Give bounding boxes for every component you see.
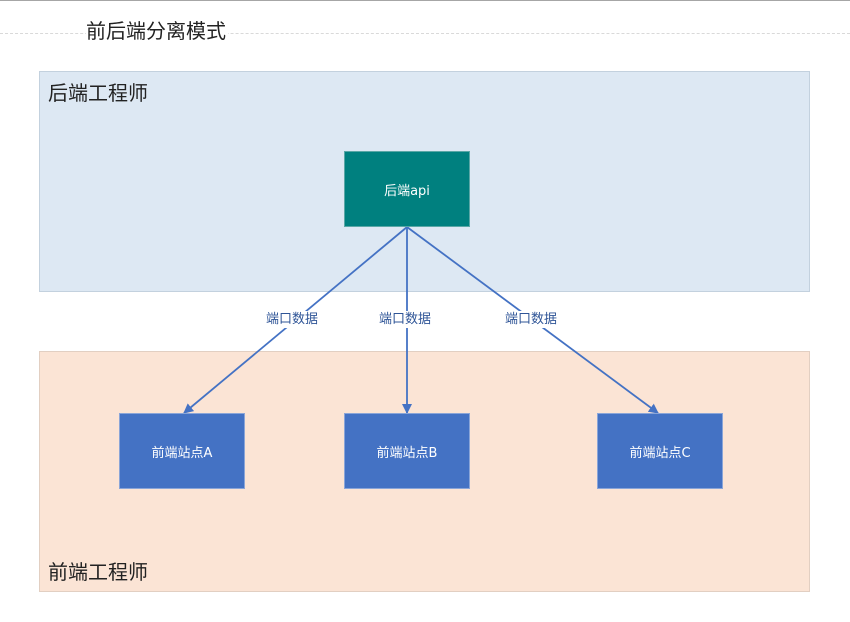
top-border [0,0,850,1]
frontend-site-b-node[interactable]: 前端站点B [344,413,470,489]
edge-label-c: 端口数据 [503,311,560,328]
edge-label-a: 端口数据 [264,311,321,328]
frontend-region-label: 前端工程师 [48,560,148,584]
frontend-site-c-node[interactable]: 前端站点C [597,413,723,489]
frontend-site-a-node[interactable]: 前端站点A [119,413,245,489]
edge-label-b: 端口数据 [377,311,434,328]
backend-api-node[interactable]: 后端api [344,151,470,227]
header-divider [0,33,850,34]
diagram-title: 前后端分离模式 [86,16,228,46]
backend-region-label: 后端工程师 [48,81,148,105]
